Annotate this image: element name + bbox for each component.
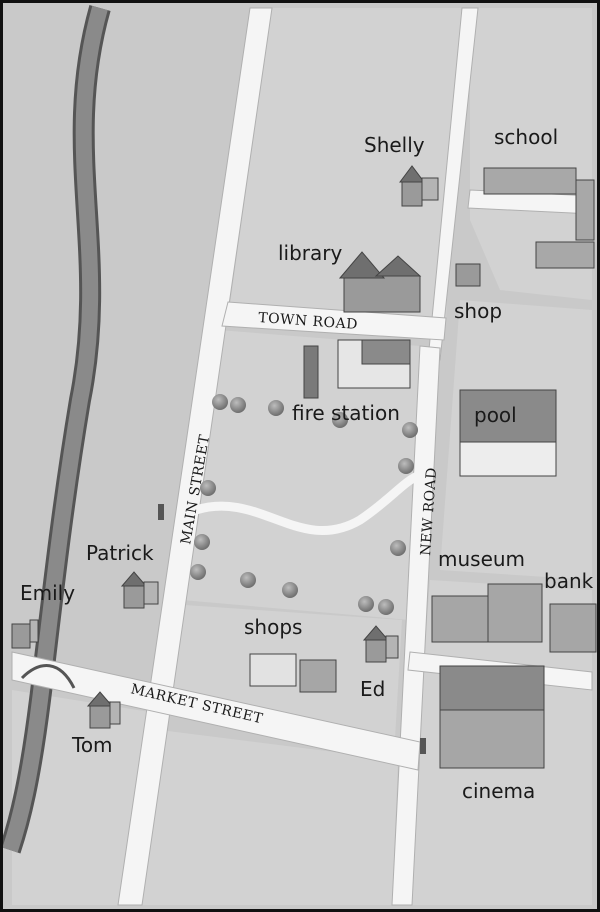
shops-buildings xyxy=(249,653,337,693)
bank-label: bank xyxy=(544,569,594,593)
ed-house xyxy=(362,625,399,663)
bank-building xyxy=(549,603,597,653)
river xyxy=(2,5,108,853)
market-street xyxy=(11,651,421,771)
shelly-label: Shelly xyxy=(364,133,425,157)
shop-building xyxy=(455,263,481,287)
museum-building xyxy=(431,583,543,643)
fire-station-label: fire station xyxy=(292,401,400,425)
pool-building xyxy=(459,389,557,477)
school-label: school xyxy=(494,125,558,149)
cinema-label: cinema xyxy=(462,779,535,803)
pool-label: pool xyxy=(474,403,517,427)
museum-label: museum xyxy=(438,547,525,571)
park-path xyxy=(194,470,422,535)
traffic-lights xyxy=(158,504,426,754)
town-road-label: TOWN ROAD xyxy=(258,310,359,333)
emily-label: Emily xyxy=(20,581,75,605)
school-building xyxy=(483,167,595,269)
cinema-building xyxy=(439,665,545,769)
north-east-road xyxy=(427,7,479,361)
new-road-label: NEW ROAD xyxy=(418,467,440,557)
main-street xyxy=(117,7,273,906)
shop-label: shop xyxy=(454,299,502,323)
ed-label: Ed xyxy=(360,677,385,701)
patrick-label: Patrick xyxy=(86,541,154,565)
library-label: library xyxy=(278,241,343,265)
buildings xyxy=(11,165,597,769)
library-building xyxy=(338,251,422,313)
park-trees xyxy=(190,394,418,615)
bridge xyxy=(20,664,76,689)
roads xyxy=(11,7,593,906)
tom-house xyxy=(86,691,121,729)
patrick-house xyxy=(120,571,159,609)
fire-station-building xyxy=(303,339,411,399)
town-road xyxy=(221,301,447,341)
shelly-house xyxy=(399,165,439,207)
emily-house xyxy=(11,619,39,649)
tom-label: Tom xyxy=(71,733,113,757)
shops-label: shops xyxy=(244,615,302,639)
